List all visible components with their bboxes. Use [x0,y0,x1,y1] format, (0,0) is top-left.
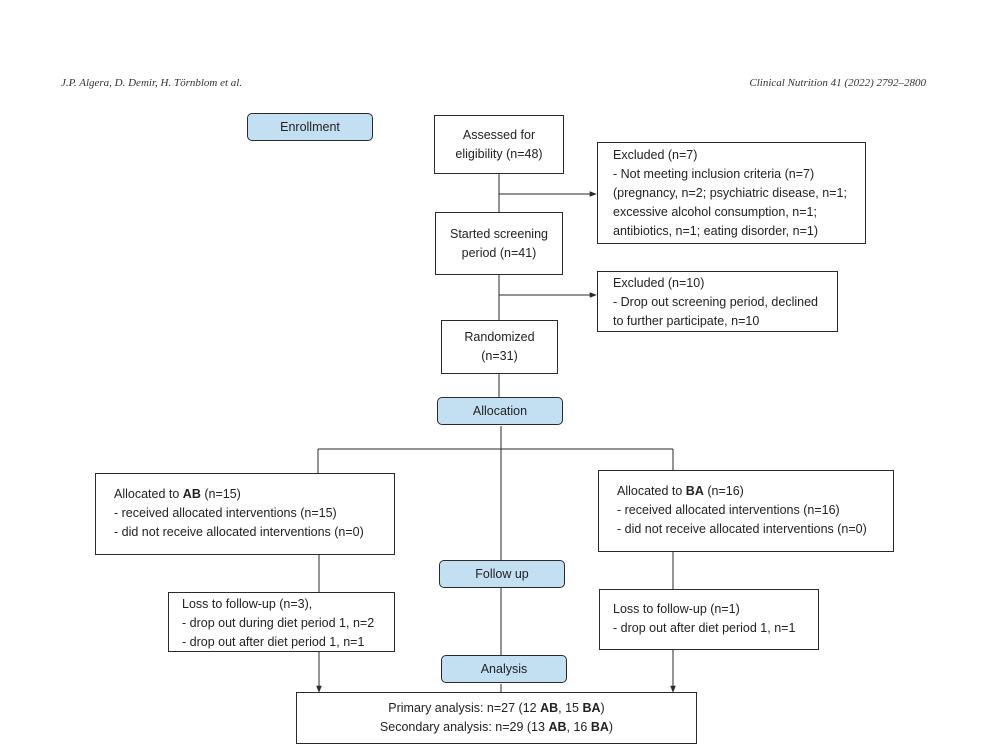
alloc-ba-line-2: - received allocated interventions (n=16… [617,503,840,517]
screening-line-2: period (n=41) [461,245,537,260]
alloc-ab-group: AB [182,487,201,501]
loss-ba-line-2: - drop out after diet period 1, n=1 [613,621,796,635]
alloc-ba-line-3: - did not receive allocated intervention… [617,522,867,536]
loss-ab-box: Loss to follow-up (n=3), - drop out duri… [168,592,395,652]
allocated-ab-box: Allocated to AB (n=15) - received alloca… [95,473,395,555]
stage-allocation: Allocation [437,397,563,425]
analysis-primary: Primary analysis: n=27 (12 AB, 15 BA) [388,701,605,715]
loss-ab-line-3: - drop out after diet period 1, n=1 [182,635,365,649]
alloc-ab-line-2: - received allocated interventions (n=15… [114,506,337,520]
excluded1-line-3: (pregnancy, n=2; psychiatric disease, n=… [613,186,847,200]
assessed-line-1: Assessed for [462,127,536,142]
stage-follow-up: Follow up [439,560,565,588]
analysis-box: Primary analysis: n=27 (12 AB, 15 BA) Se… [296,692,697,744]
stage-analysis: Analysis [441,655,567,683]
excluded2-line-3: to further participate, n=10 [613,314,760,328]
excluded2-line-2: - Drop out screening period, declined [613,295,818,309]
loss-ba-line-1: Loss to follow-up (n=1) [613,602,740,616]
running-header-authors: J.P. Algera, D. Demir, H. Törnblom et al… [61,77,243,89]
stage-enrollment: Enrollment [247,113,373,141]
assessed-box: Assessed for eligibility (n=48) [434,115,564,174]
alloc-ab-line-1: Allocated to AB (n=15) [114,487,241,501]
analysis-secondary: Secondary analysis: n=29 (13 AB, 16 BA) [379,720,614,734]
randomized-box: Randomized (n=31) [441,320,558,374]
loss-ab-line-1: Loss to follow-up (n=3), [182,597,313,611]
excluded1-line-2: - Not meeting inclusion criteria (n=7) [613,167,815,181]
assessed-line-2: eligibility (n=48) [455,146,543,161]
allocated-ba-box: Allocated to BA (n=16) - received alloca… [598,470,894,552]
alloc-ba-line-1: Allocated to BA (n=16) [617,484,744,498]
alloc-ab-line-3: - did not receive allocated intervention… [114,525,364,539]
excluded1-line-5: antibiotics, n=1; eating disorder, n=1) [613,224,818,238]
screening-box: Started screening period (n=41) [435,212,563,275]
alloc-ba-group: BA [685,484,704,498]
loss-ba-box: Loss to follow-up (n=1) - drop out after… [599,589,819,650]
screening-line-1: Started screening [450,226,548,241]
excluded-dropout-box: Excluded (n=10) - Drop out screening per… [597,271,838,332]
randomized-line-1: Randomized [464,330,535,344]
excluded-ineligible-box: Excluded (n=7) - Not meeting inclusion c… [597,142,866,244]
excluded1-line-4: excessive alcohol consumption, n=1; [613,205,817,219]
randomized-line-2: (n=31) [481,349,518,363]
running-header-journal: Clinical Nutrition 41 (2022) 2792–2800 [749,77,926,89]
excluded2-line-1: Excluded (n=10) [613,276,705,290]
loss-ab-line-2: - drop out during diet period 1, n=2 [182,616,375,630]
excluded1-line-1: Excluded (n=7) [613,148,698,162]
